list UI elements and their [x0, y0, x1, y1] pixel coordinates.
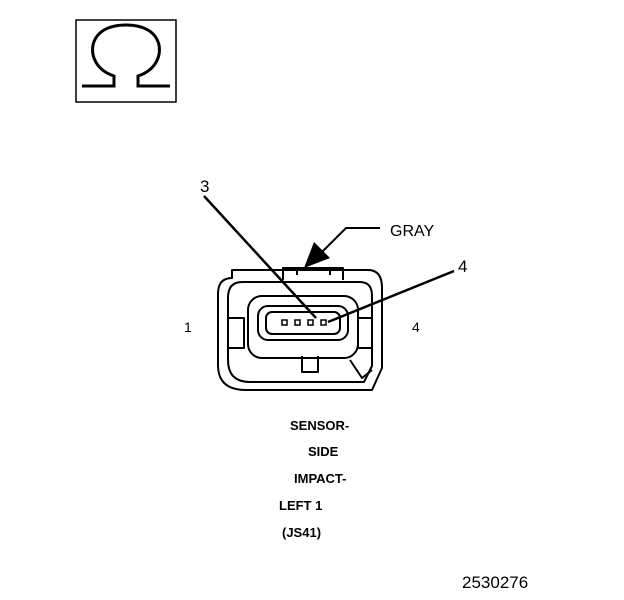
- connector-housing-outer: [217, 269, 383, 391]
- caption-line-5: (JS41): [282, 525, 321, 540]
- leader-lines: [203, 195, 455, 324]
- connector-latch: [282, 267, 344, 280]
- side-label-4: 4: [412, 319, 420, 335]
- connector-body: [217, 267, 383, 391]
- leader-line-pin-4: [327, 269, 455, 324]
- pin-1: [281, 319, 288, 326]
- pin-cavity-outer: [247, 295, 359, 359]
- pin-3: [307, 319, 314, 326]
- pin-row-frame: [265, 311, 341, 335]
- figure-id: 2530276: [462, 573, 528, 592]
- ohm-symbol-frame: [75, 19, 177, 103]
- connector-tab-left: [228, 317, 245, 349]
- connector-housing-inner: [227, 281, 373, 383]
- pin-4: [320, 319, 327, 326]
- connector-keyway: [301, 356, 319, 373]
- side-label-1: 1: [184, 319, 192, 335]
- connector-caption: SENSOR- SIDE IMPACT- LEFT 1 (JS41): [279, 418, 349, 540]
- caption-line-2: SIDE: [308, 444, 339, 459]
- pin-2: [294, 319, 301, 326]
- color-label: GRAY: [390, 223, 434, 240]
- ohm-symbol-box: [75, 19, 177, 103]
- connector-pins: [281, 319, 327, 326]
- caption-line-1: SENSOR-: [290, 418, 349, 433]
- pin-cavity-inner: [257, 305, 349, 341]
- arrowhead-gray: [304, 242, 330, 268]
- caption-line-4: LEFT 1: [279, 498, 322, 513]
- leader-line-gray: [319, 227, 380, 255]
- connector-foot: [349, 359, 373, 379]
- pin-callout-4: 4: [458, 257, 467, 276]
- pin-callout-3: 3: [200, 177, 209, 196]
- leader-line-pin-3: [203, 195, 317, 319]
- connector-tab-right: [357, 317, 372, 349]
- ohm-icon: [82, 23, 170, 88]
- caption-line-3: IMPACT-: [294, 471, 346, 486]
